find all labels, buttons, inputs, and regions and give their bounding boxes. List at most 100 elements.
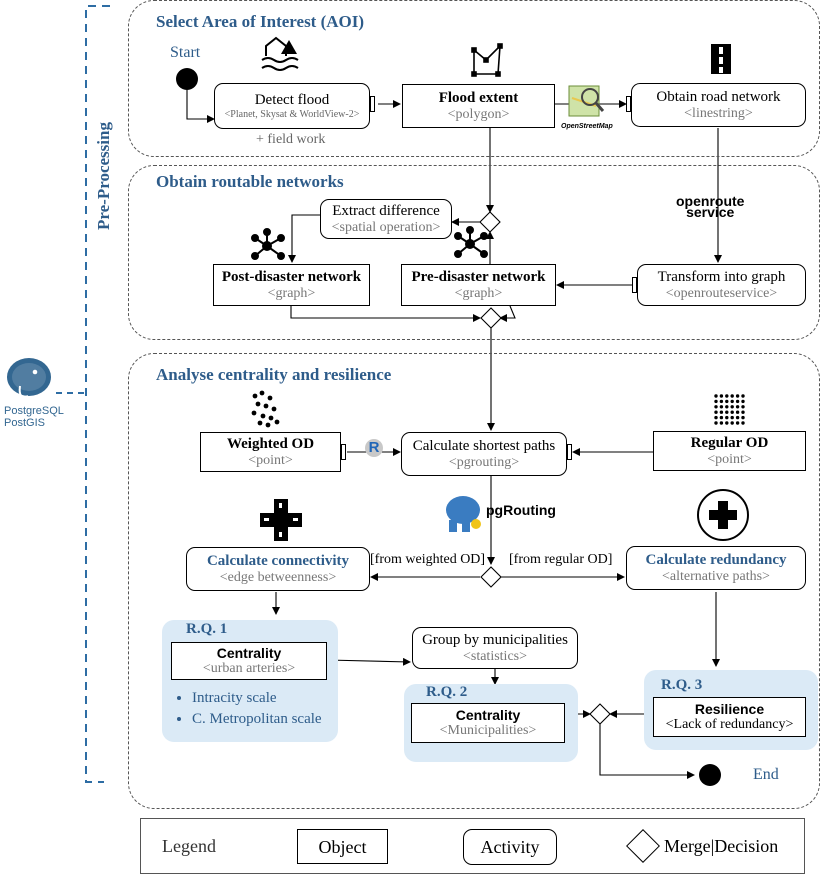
road-junction-icon [260,499,302,541]
legend-merge-label: Merge|Decision [664,836,779,856]
redundancy-activity: Calculate redundancy <alternative paths> [626,546,806,590]
pin-notch [341,444,346,460]
scale-intracity: Intracity scale [192,688,322,709]
grid-dot [730,405,734,409]
grid-dot [725,405,729,409]
road-network-type: <linestring> [684,105,753,121]
grid-dot [735,421,740,425]
analysis-section [128,353,820,809]
grid-dot [735,415,740,420]
grid-dot [730,394,734,398]
grid-dot [735,410,740,414]
redundancy-title: Calculate redundancy [645,551,787,568]
weighted-od-object: Weighted OD <point> [200,432,341,472]
r-logo: R [365,439,383,457]
group-municipalities-method: <statistics> [462,648,527,664]
shortest-paths-tool: <pgrouting> [448,454,520,470]
pin-notch [567,444,572,460]
plus-circle-icon [697,489,749,541]
grid-points-icon [714,394,745,425]
postgresql-label: PostgreSQL [4,405,64,417]
group-municipalities-title: Group by municipalities [422,631,568,648]
resilience-measure: <Lack of redundancy> [665,717,794,732]
centrality-muni-title: Centrality [455,707,521,723]
detect-flood-sources: <Planet, Skysat & WorldView-2> [224,109,360,120]
aoi-section-title: Select Area of Interest (AOI) [156,12,365,31]
pgrouting-logo-label: pgRouting [486,502,556,518]
grid-dot [725,415,729,420]
post-disaster-network-object: Post-disaster network <graph> [213,264,370,306]
grid-dot [741,415,745,420]
transform-graph-activity: Transform into graph <openrouteservice> [637,264,806,306]
regular-od-title: Regular OD [690,434,769,451]
grid-dot [741,421,745,425]
extract-difference-op: <spatial operation> [331,219,441,235]
start-label: Start [170,44,201,61]
grid-dot [725,421,729,425]
grid-dot [719,399,724,404]
weighted-od-title: Weighted OD [226,435,315,452]
resilience-title: Resilience [694,701,765,717]
pin-notch [626,96,631,112]
road-icon [711,44,731,74]
legend-title: Legend [162,836,216,856]
openrouteservice-logo: openroute service [676,193,745,220]
legend-object: Object [297,829,388,864]
connectivity-title: Calculate connectivity [206,552,350,569]
flood-extent-object: Flood extent <polygon> [402,84,555,128]
grid-dot [730,399,734,404]
centrality-arteries-object: Centrality <urban arteries> [171,642,327,680]
regular-od-type: <point> [707,451,752,467]
scatter-points-icon [251,390,280,428]
grid-dot [714,405,718,409]
grid-dot [735,405,740,409]
obtain-road-network-activity: Obtain road network <linestring> [631,83,806,127]
road-network-title: Obtain road network [656,88,781,105]
centrality-muni-scope: <Municipalities> [439,723,537,738]
redundancy-method: <alternative paths> [662,568,770,584]
scale-metropolitan: C. Metropolitan scale [192,709,322,730]
field-work-note: + field work [256,132,326,147]
weighted-od-type: <point> [248,452,293,468]
flood-icon [261,36,299,71]
merge-diamond-3 [480,566,502,588]
networks-section [128,165,820,340]
grid-dot [735,394,740,398]
grid-dot [714,410,718,414]
pre-disaster-network-object: Pre-disaster network <graph> [401,264,556,306]
post-network-type: <graph> [267,285,316,301]
grid-dot [741,399,745,404]
rq1-panel [162,620,338,742]
flood-extent-type: <polygon> [447,106,510,122]
transform-graph-title: Transform into graph [657,268,786,285]
grid-dot [719,394,724,398]
grid-dot [741,410,745,414]
aoi-section [128,0,820,157]
shortest-paths-title: Calculate shortest paths [412,437,556,454]
centrality-arteries-scope: <urban arteries> [202,661,296,676]
centrality-municipalities-object: Centrality <Municipalities> [411,703,565,743]
pgrouting-logo-icon [446,496,481,532]
rq2-label: R.Q. 2 [426,684,468,700]
rq1-label: R.Q. 1 [186,621,228,637]
grid-dot [725,394,729,398]
end-label: End [753,766,779,783]
grid-dot [714,415,718,420]
merge-diamond-2 [480,307,502,329]
grid-dot [719,405,724,409]
transform-graph-tool: <openrouteservice> [665,285,778,301]
pin-notch [632,277,637,293]
merge-diamond-1 [479,211,501,233]
grid-dot [714,394,718,398]
preprocessing-bracket [85,5,110,783]
pin-notch [370,96,375,112]
elephant-icon [7,358,51,398]
postgis-label: PostGIS [4,417,45,429]
grid-dot [719,421,724,425]
grid-dot [714,421,718,425]
grid-dot [735,399,740,404]
extract-difference-title: Extract difference [332,202,440,219]
network-icon [454,226,488,258]
edge-label-weighted: [from weighted OD] [370,552,486,567]
